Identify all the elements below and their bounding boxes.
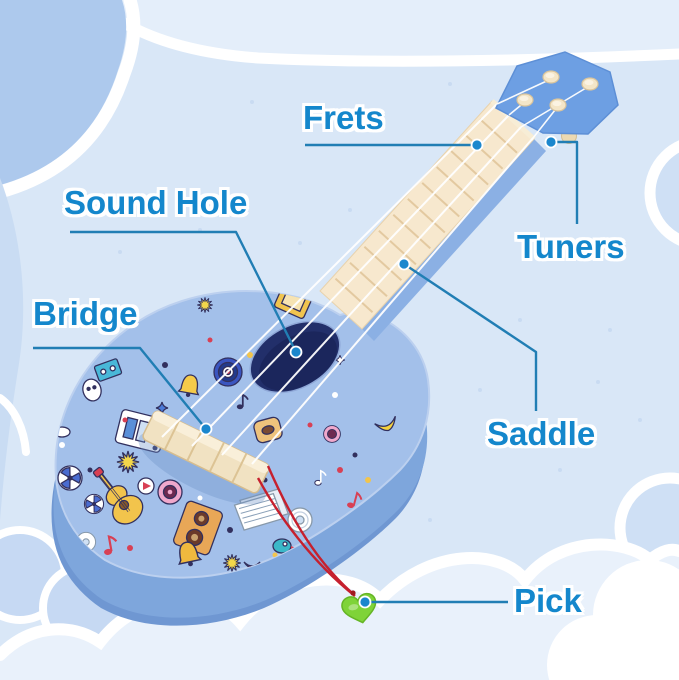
tuners-label: Tuners	[517, 228, 625, 265]
doodle-dots-red	[122, 337, 343, 551]
saddle-leader	[403, 263, 538, 411]
bridge-label: Bridge	[33, 295, 138, 332]
cloud-top-left	[0, 0, 127, 185]
pick-dot	[358, 595, 372, 609]
doodle-note-red	[104, 535, 118, 555]
doodle-note-white	[314, 469, 327, 486]
bridge-notches	[163, 420, 248, 484]
strings	[161, 103, 534, 465]
doodle-note-navy	[236, 393, 249, 410]
cloud-bottom-band-edge	[0, 538, 679, 661]
cloud-top-band	[100, 0, 679, 58]
fretboard	[319, 99, 536, 330]
pick-label: Pick	[514, 582, 582, 619]
frets-dot	[470, 138, 484, 152]
doodle-banana	[374, 415, 396, 432]
bridge-leader	[33, 346, 207, 430]
doodle-cd	[287, 507, 313, 533]
bridge	[142, 410, 270, 494]
headstock	[495, 51, 619, 144]
tuners-dot	[544, 135, 558, 149]
doodle-bell2	[178, 541, 203, 567]
cloud-bottom-right-puff3	[613, 613, 679, 680]
sound-hole-dot	[289, 345, 303, 359]
doodle-donut2	[323, 425, 341, 443]
neck-side	[362, 139, 546, 341]
saddle-dot	[397, 257, 411, 271]
doodle-donut	[157, 479, 183, 505]
tuners-leader	[551, 140, 579, 224]
cord-knot	[350, 590, 356, 596]
sound-hole-leader	[70, 230, 298, 353]
saddle-label: Saddle	[487, 415, 596, 452]
cloud-top-left-edge	[0, 0, 141, 199]
fret-lines	[334, 118, 518, 313]
doodle-reel	[57, 465, 83, 491]
doodle-mask	[82, 378, 102, 402]
frets-label: Frets	[303, 99, 384, 136]
cloud-right-top	[644, 140, 679, 246]
doodle-guitar	[92, 466, 144, 525]
body-face	[54, 290, 431, 579]
doodle-reel2	[83, 493, 105, 515]
doodle-bell	[177, 374, 200, 398]
doodle-bird	[272, 538, 296, 554]
pick-cord	[256, 465, 356, 597]
sound-hole-label: Sound Hole	[64, 184, 248, 221]
doodle-sheet-music	[233, 488, 290, 531]
tuner-pegs	[516, 70, 599, 112]
doodle-play-button	[137, 477, 155, 495]
cloud-left-arc	[0, 394, 30, 456]
doodle-cassette	[93, 358, 123, 382]
cloud-left-band	[0, 178, 24, 520]
doodle-dots-yellow	[247, 352, 371, 558]
bridge-dot	[199, 422, 213, 436]
doodle-speaker	[173, 500, 223, 556]
doodle-note-red2	[347, 491, 363, 508]
cloud-bottom-band	[0, 544, 679, 680]
